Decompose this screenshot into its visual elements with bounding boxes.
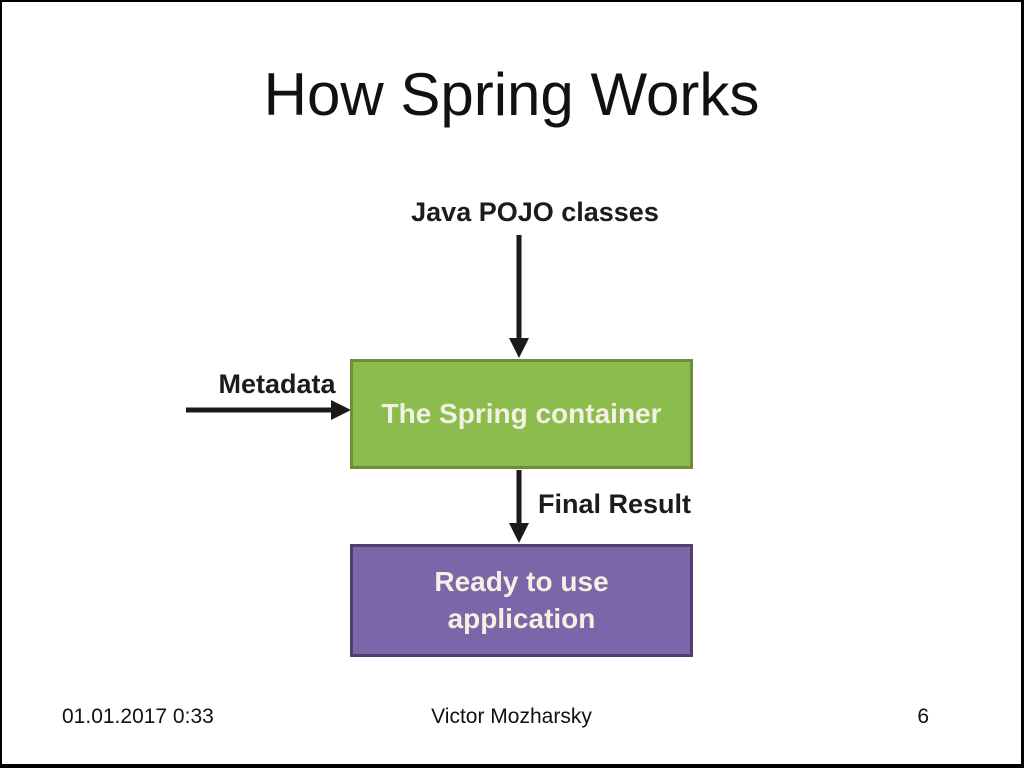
slide-footer: 01.01.2017 0:33 Victor Mozharsky 6: [2, 705, 1021, 731]
ready-application-box: Ready to use application: [350, 544, 693, 657]
arrow-metadata-to-container: [186, 400, 351, 420]
ready-application-box-label-line2: application: [447, 602, 596, 634]
metadata-label: Metadata: [218, 369, 336, 399]
spring-container-box: The Spring container: [350, 359, 693, 469]
arrow-container-to-application: [509, 470, 529, 543]
ready-application-box-label-line1: Ready to use: [434, 566, 609, 598]
spring-container-box-label: The Spring container: [381, 397, 662, 429]
footer-page-number: 6: [917, 705, 929, 728]
footer-datetime: 01.01.2017 0:33: [62, 705, 214, 728]
final-result-label: Final Result: [538, 489, 692, 519]
footer-author: Victor Mozharsky: [431, 705, 592, 728]
java-pojo-classes-label: Java POJO classes: [411, 197, 659, 227]
slide-title: How Spring Works: [263, 61, 760, 128]
arrow-java-pojo-to-container: [509, 235, 529, 358]
